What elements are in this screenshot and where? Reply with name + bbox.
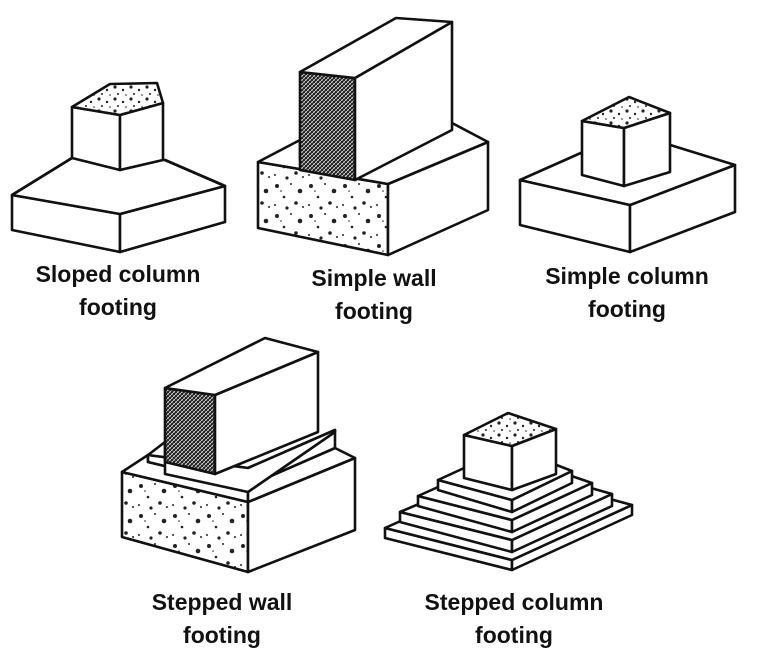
stepped-wall-footing-drawing xyxy=(120,336,357,574)
simple-wall-footing-drawing xyxy=(256,16,490,257)
label-line-1: Simple wall xyxy=(311,265,437,291)
label-line-2: footing xyxy=(79,294,157,320)
label-line-2: footing xyxy=(475,622,553,648)
stepped-column-footing-label: Stepped column footing xyxy=(398,586,630,652)
label-line-2: footing xyxy=(183,622,261,648)
simple-wall-footing-label: Simple wall footing xyxy=(290,262,458,328)
simple-column-footing-label: Simple column footing xyxy=(522,260,732,326)
stepped-wall-footing-label: Stepped wall footing xyxy=(124,586,320,652)
label-line-1: Stepped column xyxy=(424,589,604,615)
label-line-1: Sloped column xyxy=(35,261,201,287)
label-line-1: Simple column xyxy=(545,263,709,289)
stepped-column-footing-drawing xyxy=(383,411,634,572)
label-line-1: Stepped wall xyxy=(151,589,293,615)
sloped-column-footing-label: Sloped column footing xyxy=(18,258,218,324)
simple-column-footing-drawing xyxy=(518,95,737,254)
label-line-2: footing xyxy=(588,296,666,322)
label-line-2: footing xyxy=(335,298,413,324)
sloped-column-footing-drawing xyxy=(10,81,227,254)
